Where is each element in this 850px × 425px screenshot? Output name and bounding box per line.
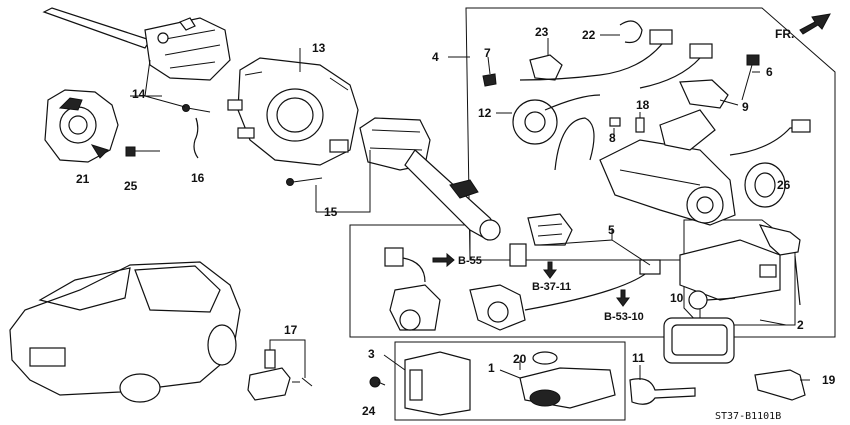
door-cylinder-unit: [384, 247, 441, 331]
harness-connectors: [519, 29, 713, 89]
callout-23: 23: [535, 25, 549, 39]
combination-switch-wiper: [42, 7, 231, 81]
clamp-9: [679, 79, 729, 109]
clip-23: [529, 54, 563, 81]
callout-4: 4: [432, 50, 439, 64]
callout-6: 6: [766, 65, 773, 79]
callout-16: 16: [191, 171, 205, 185]
callout-17: 17: [284, 323, 298, 337]
key-pouch: [663, 317, 735, 364]
cap: [509, 243, 527, 267]
ignition-switch-12: [512, 94, 601, 145]
screw-25: [125, 146, 160, 157]
callout-26: 26: [777, 178, 791, 192]
callout-11: 11: [632, 351, 645, 365]
immobilizer-box-outline: [394, 341, 626, 421]
combination-switch-turn-signal: [359, 117, 501, 241]
trunk-cylinder-unit: [469, 259, 661, 331]
column-housing: [227, 57, 359, 166]
callout-24: 24: [362, 404, 376, 418]
callout-25: 25: [124, 179, 138, 193]
front-label: FR.: [775, 27, 794, 41]
key-11: [629, 378, 696, 405]
callout-5: 5: [608, 223, 615, 237]
rubber-seal: [527, 213, 573, 246]
ref-b55: B-55: [458, 255, 482, 267]
callout-18: 18: [636, 98, 650, 112]
callout-22: 22: [582, 28, 596, 42]
screw-24: [369, 376, 386, 388]
screw-7: [482, 73, 497, 87]
callout-13: 13: [312, 41, 326, 55]
cable-reel: [44, 89, 119, 163]
callout-1: 1: [488, 361, 495, 375]
callout-20: 20: [513, 352, 527, 366]
key-10: [688, 290, 736, 310]
transponder-ring: [519, 351, 616, 409]
callout-2: 2: [797, 318, 804, 332]
steering-lock-body: [599, 109, 736, 226]
screw-15: [286, 177, 323, 186]
spring-16: [193, 117, 199, 159]
pin-18: [635, 117, 645, 133]
immobilizer-unit: [404, 351, 471, 416]
callout-10: 10: [670, 291, 684, 305]
leader-lines: [130, 34, 810, 381]
bolt-6: [741, 54, 760, 101]
clamp-22: [619, 20, 643, 44]
callout-3: 3: [368, 347, 375, 361]
callout-14: 14: [132, 87, 146, 101]
ref-arrow-b3711: [543, 261, 557, 279]
callout-15: 15: [324, 205, 338, 219]
ref-b3711: B-37-11: [532, 281, 571, 293]
switch-17: [247, 349, 313, 401]
vehicle-silhouette: [9, 261, 241, 403]
front-direction-arrow: FR.: [775, 13, 831, 41]
callout-8: 8: [609, 131, 616, 145]
callout-9: 9: [742, 100, 749, 114]
callout-21: 21: [76, 172, 90, 186]
key-cylinder-ring-26: [729, 119, 811, 208]
bracket-19: [754, 369, 806, 401]
ref-arrow-b55: [432, 252, 455, 268]
diagram-code: ST37-B1101B: [715, 411, 781, 422]
ref-arrow-b5310: [616, 289, 630, 307]
ref-b5310: B-53-10: [604, 311, 644, 323]
key-box-outline: [683, 219, 796, 326]
key-blank: [758, 224, 801, 306]
callout-12: 12: [478, 106, 492, 120]
screw-14: [181, 104, 211, 113]
callout-7: 7: [484, 46, 491, 60]
control-unit: [679, 239, 781, 301]
callout-19: 19: [822, 373, 836, 387]
wire-band: [554, 117, 595, 171]
pin-8: [609, 117, 621, 127]
